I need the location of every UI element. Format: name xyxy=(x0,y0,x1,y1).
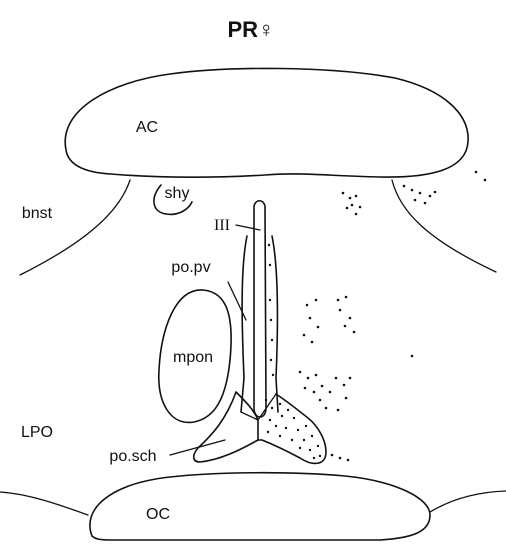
figure-title: PR♀ xyxy=(227,17,274,42)
label-ac: AC xyxy=(136,119,158,136)
optic-tract-right xyxy=(430,491,506,512)
periventricular-region-outline xyxy=(241,236,278,412)
label-posch: po.sch xyxy=(109,448,156,465)
label-iii: III xyxy=(214,217,230,234)
anterior-commissure-outline xyxy=(65,68,468,177)
label-popv: po.pv xyxy=(171,259,210,276)
label-lpo: LPO xyxy=(21,424,53,441)
labeled-cell-dots xyxy=(265,171,487,462)
optic-tract-left xyxy=(0,492,88,515)
optic-chiasm-outline xyxy=(90,473,430,540)
posch-pointer-line xyxy=(170,440,225,455)
third-ventricle-outline xyxy=(254,201,266,417)
suprachiasmatic-left-lobe-outline xyxy=(194,392,258,462)
label-bnst: bnst xyxy=(22,205,53,222)
iii-pointer-line xyxy=(236,225,260,230)
right-boundary-line xyxy=(392,180,496,272)
label-mpon: mpon xyxy=(173,349,213,366)
label-oc: OC xyxy=(146,506,170,523)
bnst-boundary-line xyxy=(20,180,130,275)
label-shy: shy xyxy=(165,185,190,202)
sch-divider-line xyxy=(258,394,276,420)
popv-pointer-line xyxy=(228,282,246,320)
